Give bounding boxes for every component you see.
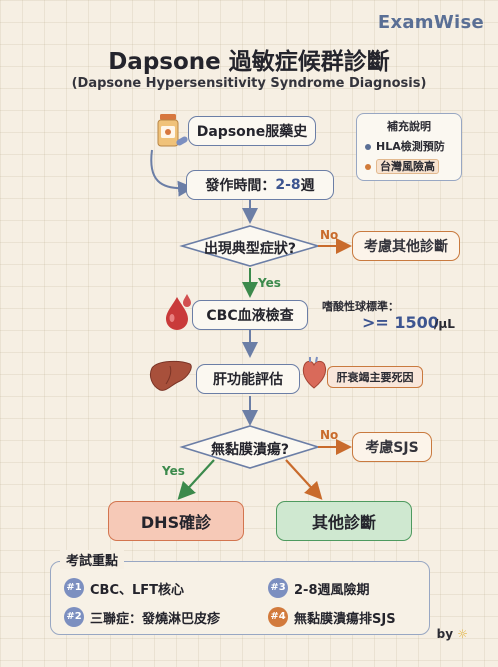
eos-unit: /μL xyxy=(434,317,455,331)
result-dhs-confirmed: DHS確診 xyxy=(108,501,244,541)
bullet-dot-icon xyxy=(365,164,371,170)
eos-label: 嗜酸性球標準： xyxy=(322,300,399,313)
q2-no-result: 考慮SJS xyxy=(352,432,432,462)
exam-points-title: 考試重點 xyxy=(60,550,125,569)
liver-failure-note: 肝衰竭主要死因 xyxy=(327,366,423,388)
brand-logo: ExamWise xyxy=(377,12,484,33)
banana-icon: ☼ xyxy=(457,627,468,641)
q1-no-result: 考慮其他診斷 xyxy=(352,231,460,261)
byline: by ☼ xyxy=(436,627,468,641)
page-subtitle: (Dapsone Hypersensitivity Syndrome Diagn… xyxy=(71,76,427,91)
step-liver-eval: 肝功能評估 xyxy=(196,364,300,394)
heart-icon xyxy=(302,356,327,389)
arrow-q2-other xyxy=(285,459,323,500)
medicine-bottle-icon xyxy=(157,114,188,147)
onset-suffix: 週 xyxy=(300,178,315,194)
q2-yes-label: Yes xyxy=(162,464,185,478)
badge-4: #4 xyxy=(268,607,288,627)
q1-no-label: No xyxy=(320,228,339,242)
q2-text: 無黏膜潰瘍? xyxy=(210,442,290,458)
badge-3: #3 xyxy=(268,578,288,598)
supplement-note: 補充說明 HLA檢測預防 台灣風險高 xyxy=(356,113,462,181)
page-title: Dapsone 過敏症候群診斷 xyxy=(108,49,390,75)
q1-diamond xyxy=(179,225,321,267)
onset-value: 2-8 xyxy=(275,177,301,193)
note-item-taiwan: 台灣風險高 xyxy=(365,158,439,174)
step-cbc: CBC血液檢查 xyxy=(192,300,308,330)
step-dapsone-history: Dapsone服藥史 xyxy=(188,116,316,146)
result-other-diagnosis: 其他診斷 xyxy=(276,501,412,541)
q1-text: 出現典型症狀? xyxy=(203,241,297,257)
arrow-start-to-onset xyxy=(150,149,194,197)
onset-prefix: 發作時間： xyxy=(205,178,276,194)
q2-diamond xyxy=(179,425,321,469)
bullet-dot-icon xyxy=(365,144,371,150)
badge-1: #1 xyxy=(64,578,84,598)
exam-points-panel xyxy=(50,561,430,635)
note-item-hla: HLA檢測預防 xyxy=(365,138,445,154)
note-title: 補充說明 xyxy=(387,120,431,133)
blood-drop-icon xyxy=(166,294,191,330)
q2-no-label: No xyxy=(320,428,339,442)
arrow-q2-yes xyxy=(177,459,215,500)
liver-icon xyxy=(149,360,192,391)
step-onset-time: 發作時間：2-8 週 xyxy=(186,170,334,200)
badge-2: #2 xyxy=(64,607,84,627)
eos-value: >= 1500 xyxy=(362,313,439,332)
q1-yes-label: Yes xyxy=(258,276,281,290)
